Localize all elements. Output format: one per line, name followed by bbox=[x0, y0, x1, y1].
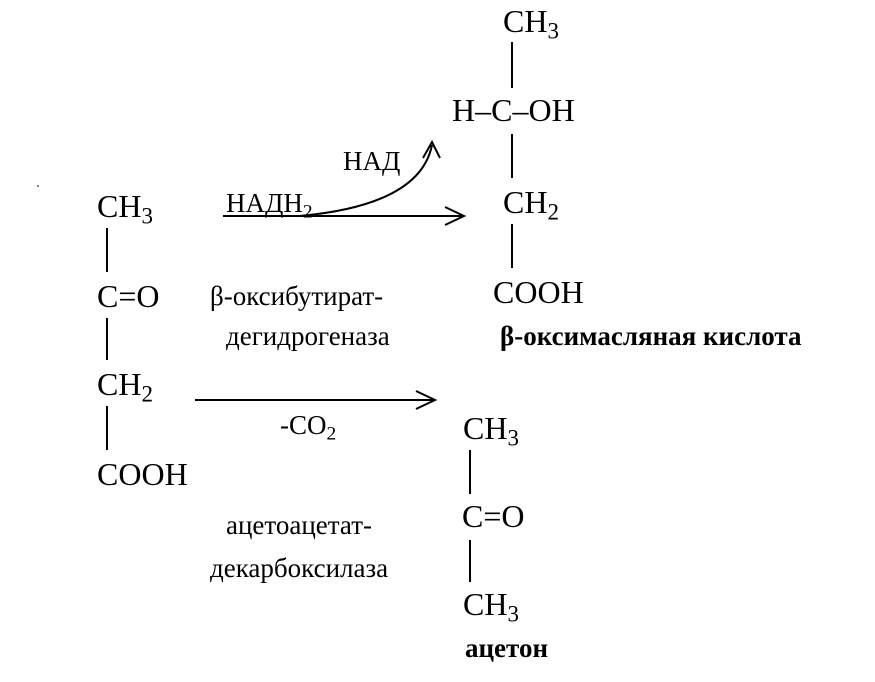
decarboxylation-arrowhead bbox=[415, 390, 438, 410]
hydroxybutyrate-ch2: CH2 bbox=[503, 184, 559, 225]
decarboxylation-enzyme-line1: ацетоацетат- bbox=[226, 510, 372, 540]
acetone-name: ацетон bbox=[465, 633, 549, 663]
cofactor-arrowhead bbox=[422, 139, 441, 159]
hydroxybutyrate-name: β-оксимасляная кислота bbox=[500, 321, 802, 351]
acetoacetate-cooh: COOH bbox=[97, 456, 188, 492]
acetoacetate-carbonyl: C=O bbox=[97, 278, 160, 314]
acetone-ch3-bottom: CH3 bbox=[463, 586, 519, 627]
reduction-arrowhead bbox=[444, 206, 467, 226]
reduction-enzyme-line2: дегидрогеназа bbox=[226, 321, 390, 351]
hydroxybutyrate-cooh: COOH bbox=[493, 274, 584, 310]
hydroxybutyrate-hcoh: H–C–OH bbox=[452, 92, 575, 128]
acetone-ch3-top: CH3 bbox=[463, 410, 519, 451]
hydroxybutyrate-ch3: CH3 bbox=[503, 3, 559, 44]
scan-speck bbox=[37, 185, 39, 187]
co2-label: -CO2 bbox=[280, 410, 337, 445]
nad-product-label: НАД bbox=[343, 146, 401, 176]
acetoacetate-ch3: CH3 bbox=[97, 188, 153, 229]
acetoacetate-ch2: CH2 bbox=[97, 366, 153, 407]
acetone-carbonyl: C=O bbox=[462, 498, 525, 534]
decarboxylation-enzyme-line2: декарбоксилаза bbox=[210, 553, 389, 583]
nadh2-label: НАДН2 bbox=[226, 188, 313, 223]
reduction-enzyme-line1: β-оксибутират- bbox=[210, 281, 384, 311]
cofactor-curved-arrow bbox=[299, 144, 433, 217]
